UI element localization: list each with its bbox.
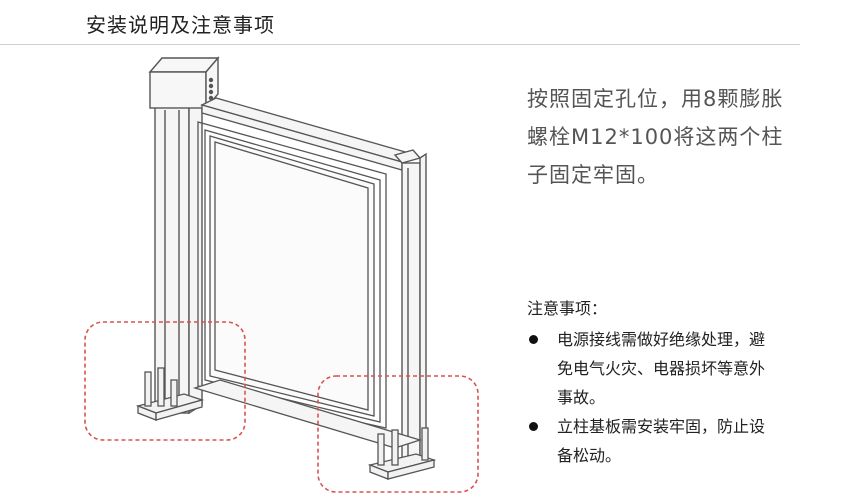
note-item: 电源接线需做好绝缘处理，避 免电气火灾、电器损坏等意外 事故。	[527, 325, 807, 412]
instruction-line: 螺栓M12*100将这两个柱	[527, 125, 784, 149]
bottom-rail	[192, 379, 423, 449]
instruction-line: 按照固定孔位，用8颗膨胀	[527, 87, 784, 111]
installation-instruction: 按照固定孔位，用8颗膨胀 螺栓M12*100将这两个柱 子固定牢固。	[527, 80, 797, 194]
left-post	[154, 95, 203, 415]
page-title: 安装说明及注意事项	[86, 13, 275, 37]
notes-title: 注意事项：	[527, 299, 608, 318]
left-anchor-bolts	[144, 367, 178, 407]
right-post	[393, 149, 427, 465]
motor-housing	[148, 56, 220, 110]
right-anchor-bolts	[377, 427, 429, 466]
note-line: 电源接线需做好绝缘处理，避	[557, 330, 766, 349]
left-base-highlight	[84, 321, 246, 441]
gate-frame	[197, 121, 387, 429]
gate-installation-diagram	[84, 56, 479, 493]
note-line: 立柱基板需安装牢固，防止设	[557, 417, 766, 436]
bullet-icon	[529, 422, 538, 431]
right-base-plate	[367, 427, 437, 480]
right-base-highlight	[317, 375, 479, 493]
instruction-line: 子固定牢固。	[527, 163, 659, 187]
header: 安装说明及注意事项	[0, 0, 800, 45]
note-line: 备松动。	[557, 446, 622, 465]
note-line: 事故。	[557, 388, 606, 407]
note-item: 立柱基板需安装牢固，防止设 备松动。	[527, 412, 807, 470]
notes-section: 注意事项： 电源接线需做好绝缘处理，避 免电气火灾、电器损坏等意外 事故。 立柱…	[527, 295, 807, 470]
bullet-icon	[529, 335, 538, 344]
left-base-plate	[135, 367, 205, 421]
note-line: 免电气火灾、电器损坏等意外	[557, 359, 766, 378]
